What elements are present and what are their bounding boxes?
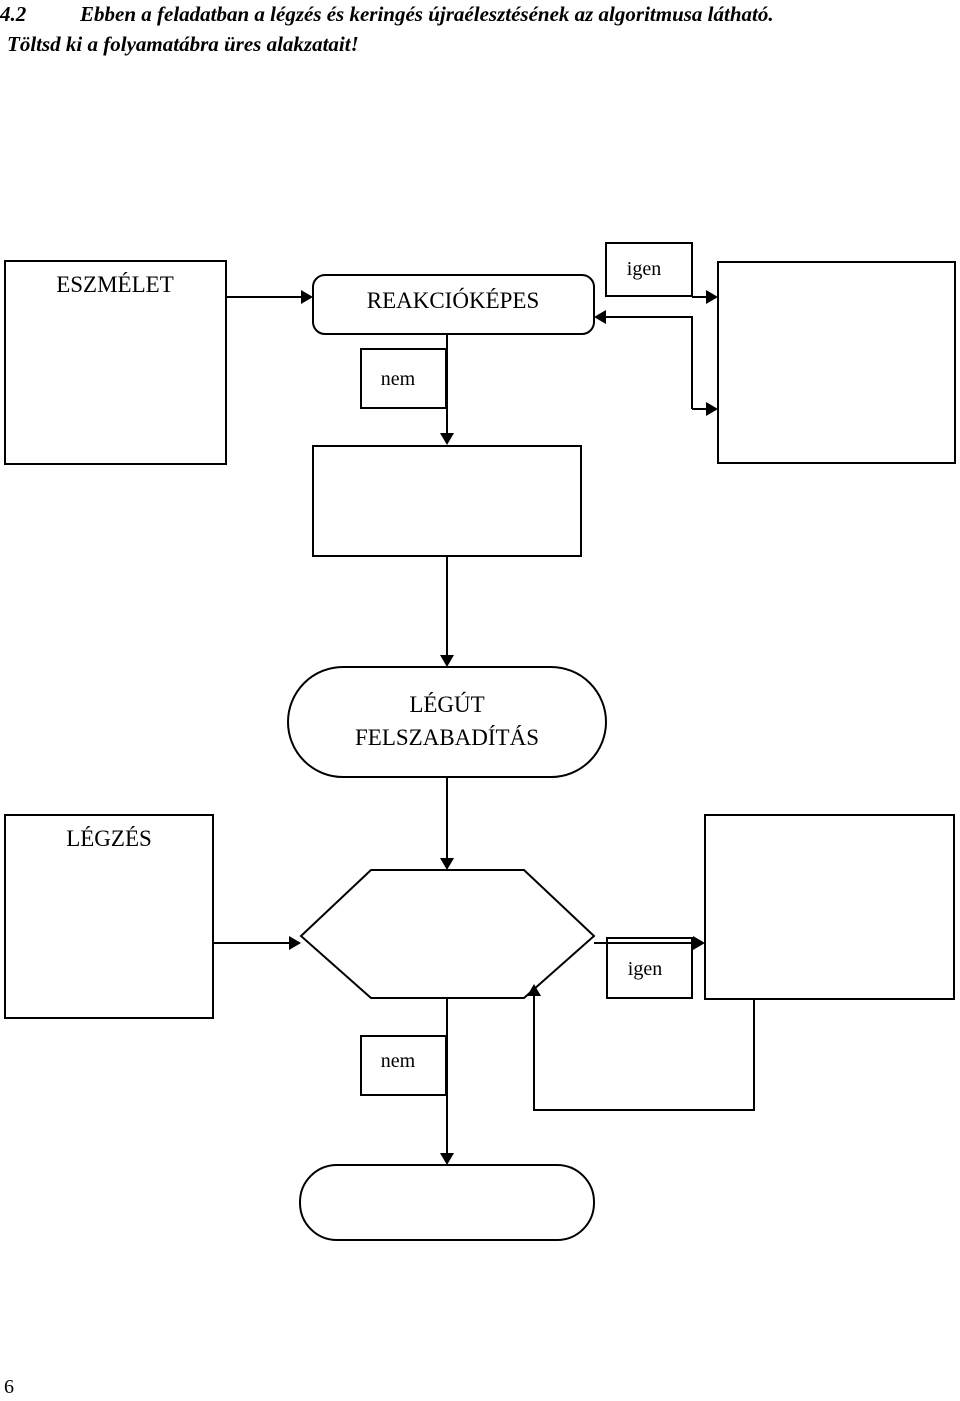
box-legzes [4,814,214,1019]
arrowhead-6 [440,655,454,667]
label-reakcio: REAKCIÓKÉPES [367,287,540,313]
box-empty-middle [312,445,582,557]
arrowhead-7 [440,858,454,870]
arrowhead-5 [440,433,454,445]
arrowhead-1 [301,290,313,304]
label-nem-bottom: nem [381,1050,416,1072]
box-nem-bottom [360,1035,447,1096]
label-igen-top: igen [627,258,661,280]
task-number: 4.2 [0,2,27,26]
box-reakcio [312,274,595,335]
box-eszmelet [4,260,227,465]
label-nem-top: nem [381,368,416,390]
box-nem-top [360,348,447,409]
task-line-2: Töltsd ki a folyamatábra üres alakzatait… [7,32,359,56]
box-legut [287,666,607,778]
hexagon-decision [299,869,596,999]
arrowhead-3 [594,310,606,324]
arrowhead-11 [440,1153,454,1165]
label-legut-1: LÉGÚT [409,691,484,717]
arrowhead-9 [693,936,705,950]
label-legut-2: FELSZABADÍTÁS [355,725,539,750]
arrowhead-10 [527,984,541,996]
box-igen-top [605,242,693,297]
box-empty-terminal [299,1164,595,1241]
box-igen-bottom [606,937,693,999]
arrowhead-8 [289,936,301,950]
arrowhead-4 [706,402,718,416]
arrow-loop-bottom [533,996,755,1111]
label-legzes: LÉGZÉS [66,826,152,851]
page-number: 6 [4,1376,14,1398]
arrow-loop-back [606,316,693,409]
label-igen-bottom: igen [628,958,662,980]
label-eszmelet: ESZMÉLET [56,272,174,297]
task-line-1: Ebben a feladatban a légzés és keringés … [80,2,774,26]
box-empty-right-bottom [704,814,955,1000]
arrowhead-2 [706,290,718,304]
box-empty-right-top [717,261,956,464]
